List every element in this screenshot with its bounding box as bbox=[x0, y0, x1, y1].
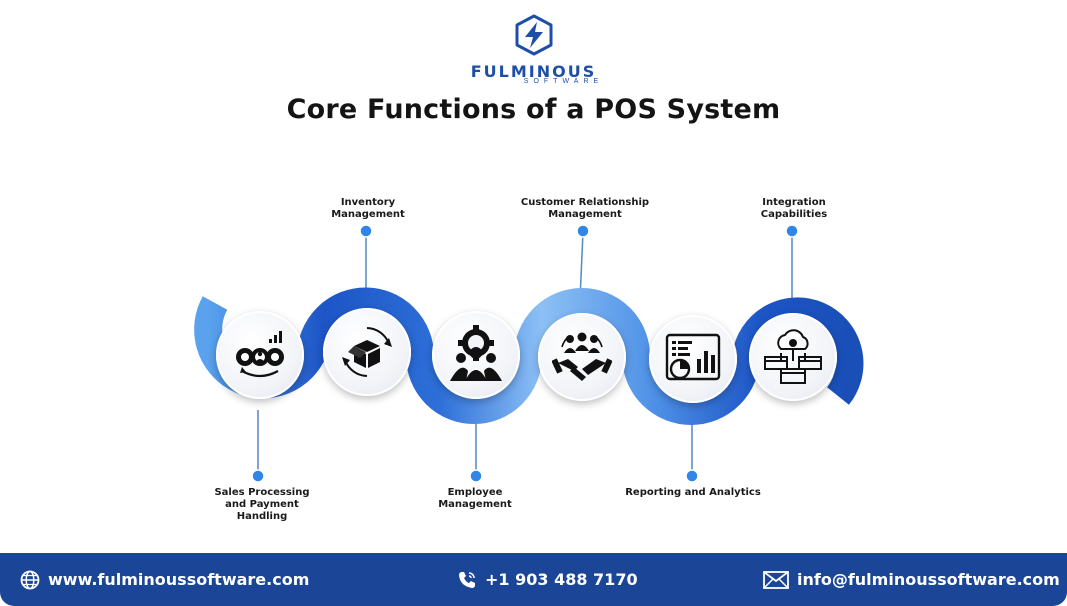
cloud-network-icon bbox=[764, 329, 822, 384]
label-line: Employee bbox=[447, 487, 503, 498]
team-gear-icon bbox=[450, 325, 502, 381]
label-line: Management bbox=[331, 209, 405, 220]
label-line: Capabilities bbox=[760, 209, 828, 220]
brand-name: FULMINOUS bbox=[470, 62, 597, 81]
contact-footer: www.fulminoussoftware.com +1 903 488 717… bbox=[0, 553, 1067, 606]
function-node-employee bbox=[432, 311, 520, 399]
globe-icon bbox=[20, 570, 40, 589]
function-label-crm: Customer Relationship Management bbox=[495, 197, 675, 221]
website-link[interactable]: www.fulminoussoftware.com bbox=[20, 553, 309, 606]
label-line: Management bbox=[548, 209, 622, 220]
mail-icon bbox=[763, 570, 789, 589]
label-line: Inventory bbox=[340, 197, 396, 208]
label-line: Management bbox=[438, 499, 512, 510]
label-line: Handling bbox=[236, 511, 288, 522]
function-label-integration: Integration Capabilities bbox=[719, 197, 869, 221]
lightning-hexagon-icon bbox=[515, 14, 553, 56]
function-node-integration bbox=[749, 313, 837, 401]
ribbon-graphic bbox=[194, 224, 864, 483]
brand-tagline: SOFTWARE bbox=[523, 78, 604, 85]
label-line: Reporting and Analytics bbox=[625, 487, 761, 498]
function-node-inventory bbox=[323, 308, 411, 396]
label-line: Sales Processing bbox=[214, 487, 310, 498]
pos-functions-diagram: Sales Processing and Payment Handling In… bbox=[187, 197, 869, 523]
email-text: info@fulminoussoftware.com bbox=[797, 570, 1060, 589]
page-title: Core Functions of a POS System bbox=[286, 94, 781, 125]
serpentine-ribbon bbox=[194, 287, 864, 425]
brand-logo: FULMINOUS SOFTWARE bbox=[0, 14, 1067, 86]
phone-icon bbox=[459, 571, 475, 588]
function-label-employee: Employee Management bbox=[400, 487, 550, 511]
handshake-team-icon bbox=[552, 332, 612, 381]
box-cycle-icon bbox=[342, 327, 392, 377]
function-label-sales: Sales Processing and Payment Handling bbox=[187, 487, 337, 523]
label-line: Integration bbox=[762, 197, 826, 208]
function-label-reporting: Reporting and Analytics bbox=[603, 487, 783, 499]
function-node-reporting bbox=[649, 315, 737, 403]
connector-dots bbox=[251, 224, 799, 483]
phone-link[interactable]: +1 903 488 7170 bbox=[457, 553, 638, 606]
label-line: and Payment bbox=[225, 499, 299, 510]
label-line: Customer Relationship bbox=[520, 197, 650, 208]
phone-text: +1 903 488 7170 bbox=[485, 570, 638, 589]
function-node-sales bbox=[216, 311, 304, 399]
email-link[interactable]: info@fulminoussoftware.com bbox=[763, 553, 1060, 606]
function-label-inventory: Inventory Management bbox=[293, 197, 443, 221]
function-node-crm bbox=[538, 313, 626, 401]
website-text: www.fulminoussoftware.com bbox=[48, 570, 310, 589]
report-chart-icon bbox=[665, 333, 721, 381]
gears-people-chart-icon bbox=[236, 331, 284, 378]
